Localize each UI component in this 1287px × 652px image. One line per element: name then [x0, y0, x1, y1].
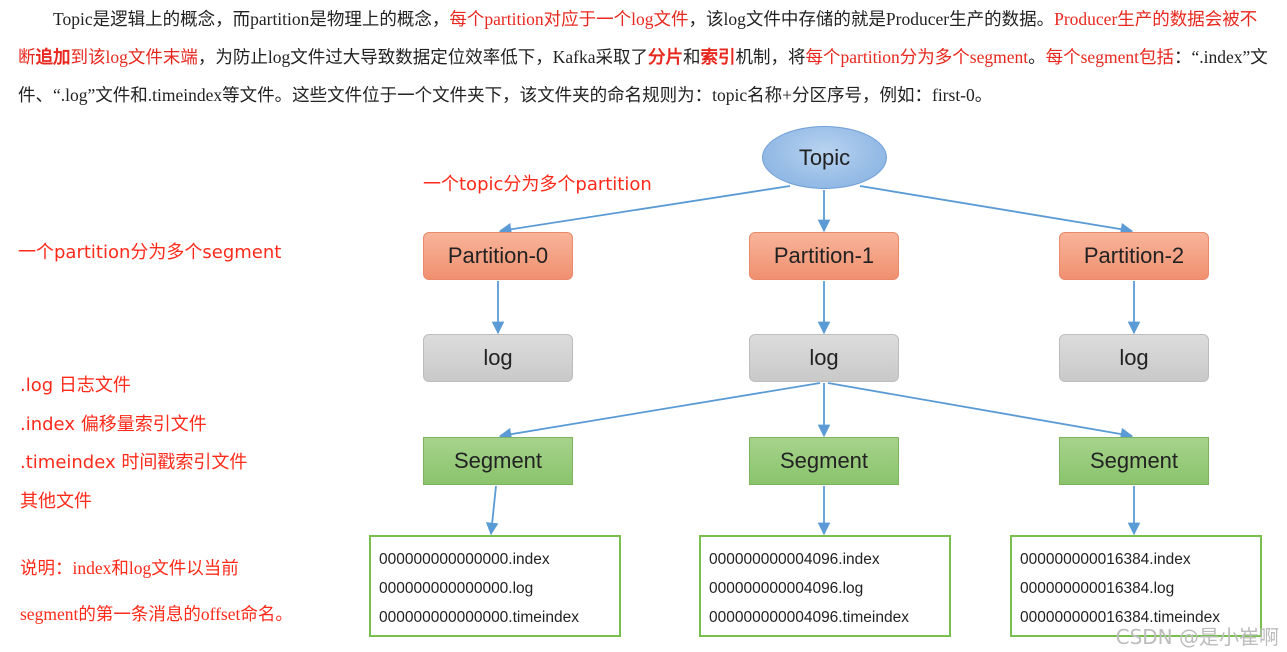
partition-split-note: 一个partition分为多个segment	[18, 242, 282, 263]
intro-emphasis: 追加	[35, 47, 71, 67]
explanation-line: segment的第一条消息的offset命名。	[20, 604, 293, 624]
index-file-name: 000000000004096.index	[709, 551, 880, 568]
intro-text: ：“.index”文件、“.log”文件和.timeindex等文件。这些文件位…	[18, 47, 1268, 105]
file-type-item: .timeindex 时间戳索引文件	[20, 452, 248, 473]
log-file-name: 000000000004096.log	[709, 580, 864, 597]
intro-text: 和	[683, 47, 701, 67]
intro-highlight: 每个partition分为多个segment	[805, 47, 1029, 67]
intro-paragraph: Topic是逻辑上的概念，而partition是物理上的概念，每个partiti…	[18, 0, 1268, 114]
arrow-topic-partition-2	[859, 185, 1134, 236]
intro-text: 。	[1028, 47, 1046, 67]
segment-files-box-2: 000000000016384.index 000000000016384.lo…	[1010, 535, 1262, 637]
naming-explanation: 说明：index和log文件以当前 segment的第一条消息的offset命名…	[20, 553, 293, 645]
intro-highlight: 到该log文件末端	[70, 47, 198, 67]
log-node-2: log	[1059, 334, 1209, 382]
intro-emphasis: 分片	[648, 47, 683, 67]
intro-highlight: Producer生产的数据会被不断	[18, 9, 1258, 67]
segment-node-1: Segment	[749, 437, 899, 485]
explanation-line: 说明：index和log文件以当前	[20, 558, 239, 578]
file-types-list: .log 日志文件 .index 偏移量索引文件 .timeindex 时间戳索…	[20, 372, 247, 526]
intro-highlight: 每个segment包括	[1045, 47, 1174, 67]
intro-emphasis: 索引	[700, 47, 736, 67]
csdn-watermark: CSDN @是小崔啊	[1115, 625, 1279, 649]
arrow-topic-partition-0	[498, 185, 791, 236]
topic-split-note: 一个topic分为多个partition	[423, 174, 652, 195]
segment-files-box-0: 000000000000000.index 000000000000000.lo…	[369, 535, 621, 637]
log-file-name: 000000000016384.log	[1020, 580, 1175, 597]
file-type-item: 其他文件	[20, 490, 92, 512]
log-node-0: log	[423, 334, 573, 382]
intro-text: 机制，将	[735, 47, 806, 67]
intro-text: ，该log文件中存储的就是Producer生产的数据。	[688, 9, 1055, 29]
index-file-name: 000000000000000.index	[379, 551, 550, 568]
timeindex-file-name: 000000000000000.timeindex	[379, 609, 579, 626]
timeindex-file-name: 000000000016384.timeindex	[1020, 609, 1220, 626]
timeindex-file-name: 000000000004096.timeindex	[709, 609, 909, 626]
log-node-1: log	[749, 334, 899, 382]
topic-node: Topic	[762, 126, 887, 189]
file-type-item: .log 日志文件	[20, 375, 131, 396]
log-file-name: 000000000000000.log	[379, 580, 534, 597]
intro-text: Topic是逻辑上的概念，而partition是物理上的概念，	[53, 9, 450, 29]
segment-files-box-1: 000000000004096.index 000000000004096.lo…	[699, 535, 951, 637]
segment-node-0: Segment	[423, 437, 573, 485]
partition-node-2: Partition-2	[1059, 232, 1209, 280]
file-type-item: .index 偏移量索引文件	[20, 413, 207, 435]
intro-text: ，为防止log文件过大导致数据定位效率低下，Kafka采取了	[197, 47, 648, 67]
partition-node-1: Partition-1	[749, 232, 899, 280]
arrow-segment-0-files	[485, 485, 499, 536]
index-file-name: 000000000016384.index	[1020, 551, 1191, 568]
arrow-log-segment-0	[498, 382, 821, 441]
partition-node-0: Partition-0	[423, 232, 573, 280]
segment-node-2: Segment	[1059, 437, 1209, 485]
intro-highlight: 每个partition对应于一个log文件	[449, 9, 689, 29]
arrow-log-segment-2	[827, 382, 1134, 441]
